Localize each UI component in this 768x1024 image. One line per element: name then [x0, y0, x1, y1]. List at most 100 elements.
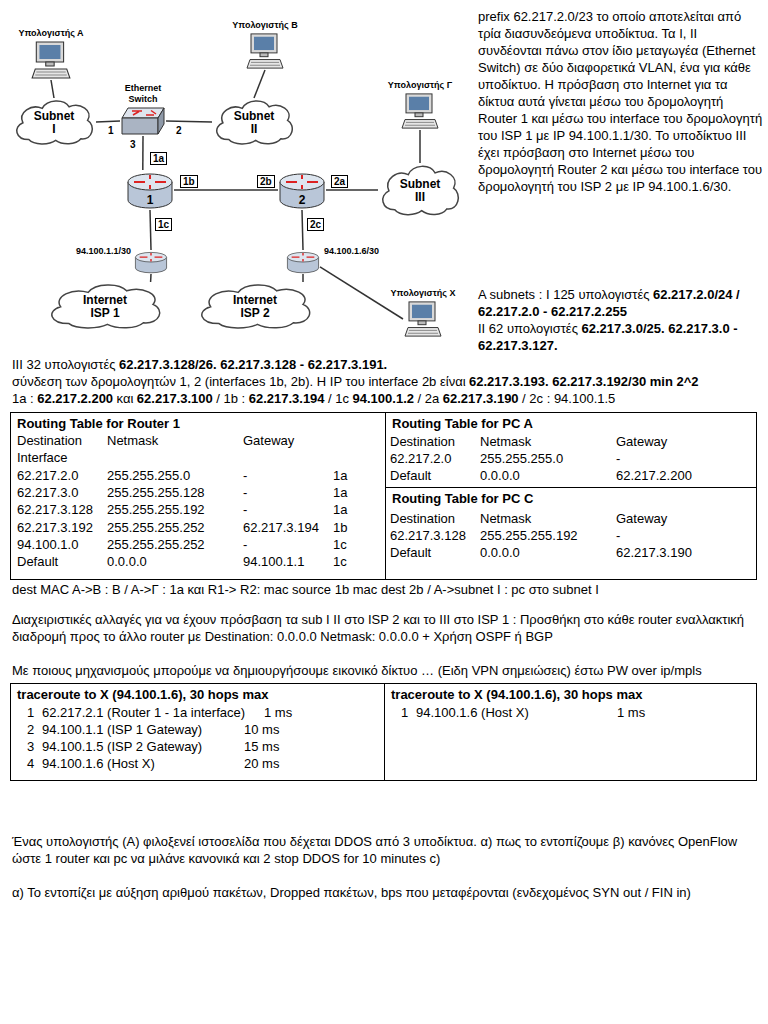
table-cell: 1 ms: [264, 705, 292, 721]
node-label: 2: [278, 194, 326, 207]
bold-text: 62.217.3.128/26. 62.217.3.128 - 62.217.3…: [119, 357, 387, 372]
port-label: 3: [130, 139, 136, 150]
port-label: 1: [108, 125, 114, 136]
text-paragraph: prefix 62.217.2.0/23 το οποίο αποτελείτα…: [478, 8, 763, 195]
text-line: prefix 62.217.2.0/23 το οποίο αποτελείτα…: [478, 8, 763, 110]
text-line: dest MAC A->B : B / A->Γ : 1a και R1-> R…: [12, 581, 764, 598]
table-cell: 62.217.3.190: [616, 545, 692, 561]
table-cell: -: [616, 451, 620, 467]
network-link: [326, 189, 378, 191]
table-cell: 1c: [333, 554, 347, 570]
table-cell: Destination: [390, 434, 455, 450]
table-cell: 62.217.2.0: [390, 451, 451, 467]
computer-icon: [400, 92, 440, 130]
network-link: [254, 70, 265, 98]
computer-node: Υπολογιστής Χ: [403, 300, 443, 338]
body-text: α) Το εντοπίζει με αύξηση αριθμού πακέτω…: [12, 885, 691, 900]
table-box: Routing Table for PC ADestinationNetmask…: [385, 412, 757, 488]
table-cell: 62.217.3.0: [17, 485, 78, 501]
body-text: σύνδεση των δρομολογητών 1, 2 (interface…: [12, 374, 466, 389]
router-icon: [134, 250, 168, 274]
network-link: [51, 80, 54, 98]
table-box: traceroute to X (94.100.1.6), 30 hops ma…: [384, 683, 757, 781]
port-label: 2: [176, 125, 182, 136]
table-cell: -: [243, 468, 247, 484]
table-cell: 1 ms: [617, 705, 645, 721]
table-cell: 62.217.3.194: [243, 520, 319, 536]
table-cell: 255.255.255.252: [107, 520, 205, 536]
node-label: Subnet III: [400, 178, 441, 204]
bold-text: 94.100.1.2: [353, 391, 414, 406]
port-label: 2b: [257, 175, 275, 188]
table-cell: 1: [27, 705, 34, 721]
table-box: Routing Table for Router 1DestinationNet…: [10, 412, 386, 580]
bold-text: 62.217.3.194: [249, 391, 325, 406]
port-label: 1a: [150, 152, 167, 165]
network-cloud: Subnet II: [212, 98, 296, 146]
switch-icon: [120, 106, 166, 136]
text-paragraph: Με ποιους μηχανισμούς μπορούμε να δημιου…: [12, 662, 764, 679]
router-node: 1: [126, 170, 174, 210]
table-cell: 62.217.2.1 (Router 1 - 1a interface): [42, 705, 245, 721]
text-line: σύνδεση των δρομολογητών 1, 2 (interface…: [12, 373, 764, 390]
text-line: Ένας υπολογιστής (A) φιλοξενεί ιστοσελίδ…: [12, 833, 764, 867]
node-label: Ethernet Switch: [125, 83, 162, 105]
table-cell: 62.217.3.192: [17, 520, 93, 536]
network-link: [150, 274, 152, 282]
text-line: III 32 υπολογιστές62.217.3.128/26. 62.21…: [12, 356, 764, 373]
body-text: Διαχειριστικές αλλαγές για να έχουν πρόσ…: [12, 612, 744, 644]
bold-text: 62.217.3.190: [443, 391, 519, 406]
table-cell: 255.255.255.0: [480, 451, 563, 467]
text-line: Router 1 και μέσω του interface του δρομ…: [478, 110, 763, 195]
table-cell: Interface: [17, 450, 68, 466]
text-line: Διαχειριστικές αλλαγές για να έχουν πρόσ…: [12, 611, 764, 645]
table-cell: 4: [27, 756, 34, 772]
table-cell: 1c: [333, 537, 347, 553]
router-node: 94.100.1.6/30: [286, 250, 320, 274]
table-cell: 15 ms: [244, 739, 279, 755]
table-cell: 94.100.1.6 (Host X): [416, 705, 529, 721]
port-label: 1c: [155, 218, 172, 231]
node-label: 94.100.1.6/30: [324, 246, 379, 256]
body-text: Ένας υπολογιστής (A) φιλοξενεί ιστοσελίδ…: [12, 834, 737, 866]
text-line: α) Το εντοπίζει με αύξηση αριθμού πακέτω…: [12, 884, 764, 901]
text-line: 1a :62.217.2.200και62.217.3.100/ 1b :62.…: [12, 390, 764, 407]
network-link: [150, 210, 151, 250]
table-cell: 62.217.2.0: [17, 468, 78, 484]
network-link: [166, 121, 212, 122]
node-label: traceroute to X (94.100.1.6), 30 hops ma…: [391, 687, 642, 702]
table-cell: 1a: [333, 502, 347, 518]
network-cloud: Internet ISP 1: [45, 282, 165, 330]
table-cell: 94.100.1.5 (ISP 2 Gateway): [42, 739, 202, 755]
body-text: Με ποιους μηχανισμούς μπορούμε να δημιου…: [12, 663, 702, 678]
router-node: 94.100.1.1/30: [134, 250, 168, 274]
table-cell: 94.100.1.1 (ISP 1 Gateway): [42, 722, 202, 738]
table-cell: -: [243, 485, 247, 501]
table-cell: Destination: [17, 433, 82, 449]
text-paragraph: III 32 υπολογιστές62.217.3.128/26. 62.21…: [12, 356, 764, 407]
node-label: Internet ISP 1: [74, 294, 136, 320]
table-box: traceroute to X (94.100.1.6), 30 hops ma…: [10, 683, 385, 781]
table-cell: 0.0.0.0: [480, 545, 520, 561]
table-cell: 20 ms: [244, 756, 279, 772]
text-line: II 62 υπολογιστές62.217.3.0/25. 62.217.3…: [478, 320, 763, 354]
table-cell: Default: [390, 545, 431, 561]
node-label: Routing Table for PC C: [392, 491, 533, 506]
table-cell: 94.100.1.1: [243, 554, 304, 570]
computer-icon: [403, 300, 443, 338]
table-cell: 94.100.1.0: [17, 537, 78, 553]
bold-text: 62.217.3.100: [137, 391, 213, 406]
body-text: Router 1 και μέσω του interface του δρομ…: [478, 111, 762, 194]
network-link: [96, 121, 120, 122]
network-link: [174, 189, 278, 191]
node-label: traceroute to X (94.100.1.6), 30 hops ma…: [17, 687, 268, 702]
table-cell: Destination: [390, 511, 455, 527]
node-label: Υπολογιστής Χ: [391, 288, 456, 298]
text-paragraph: Διαχειριστικές αλλαγές για να έχουν πρόσ…: [12, 611, 764, 645]
table-cell: Default: [390, 468, 431, 484]
bold-text: 62.217.3.193. 62.217.3.192/30 min 2^2: [469, 374, 699, 389]
network-link: [142, 136, 144, 170]
bold-text: 62.217.2.200: [37, 391, 113, 406]
body-text: και: [117, 391, 134, 406]
table-cell: Netmask: [480, 434, 531, 450]
